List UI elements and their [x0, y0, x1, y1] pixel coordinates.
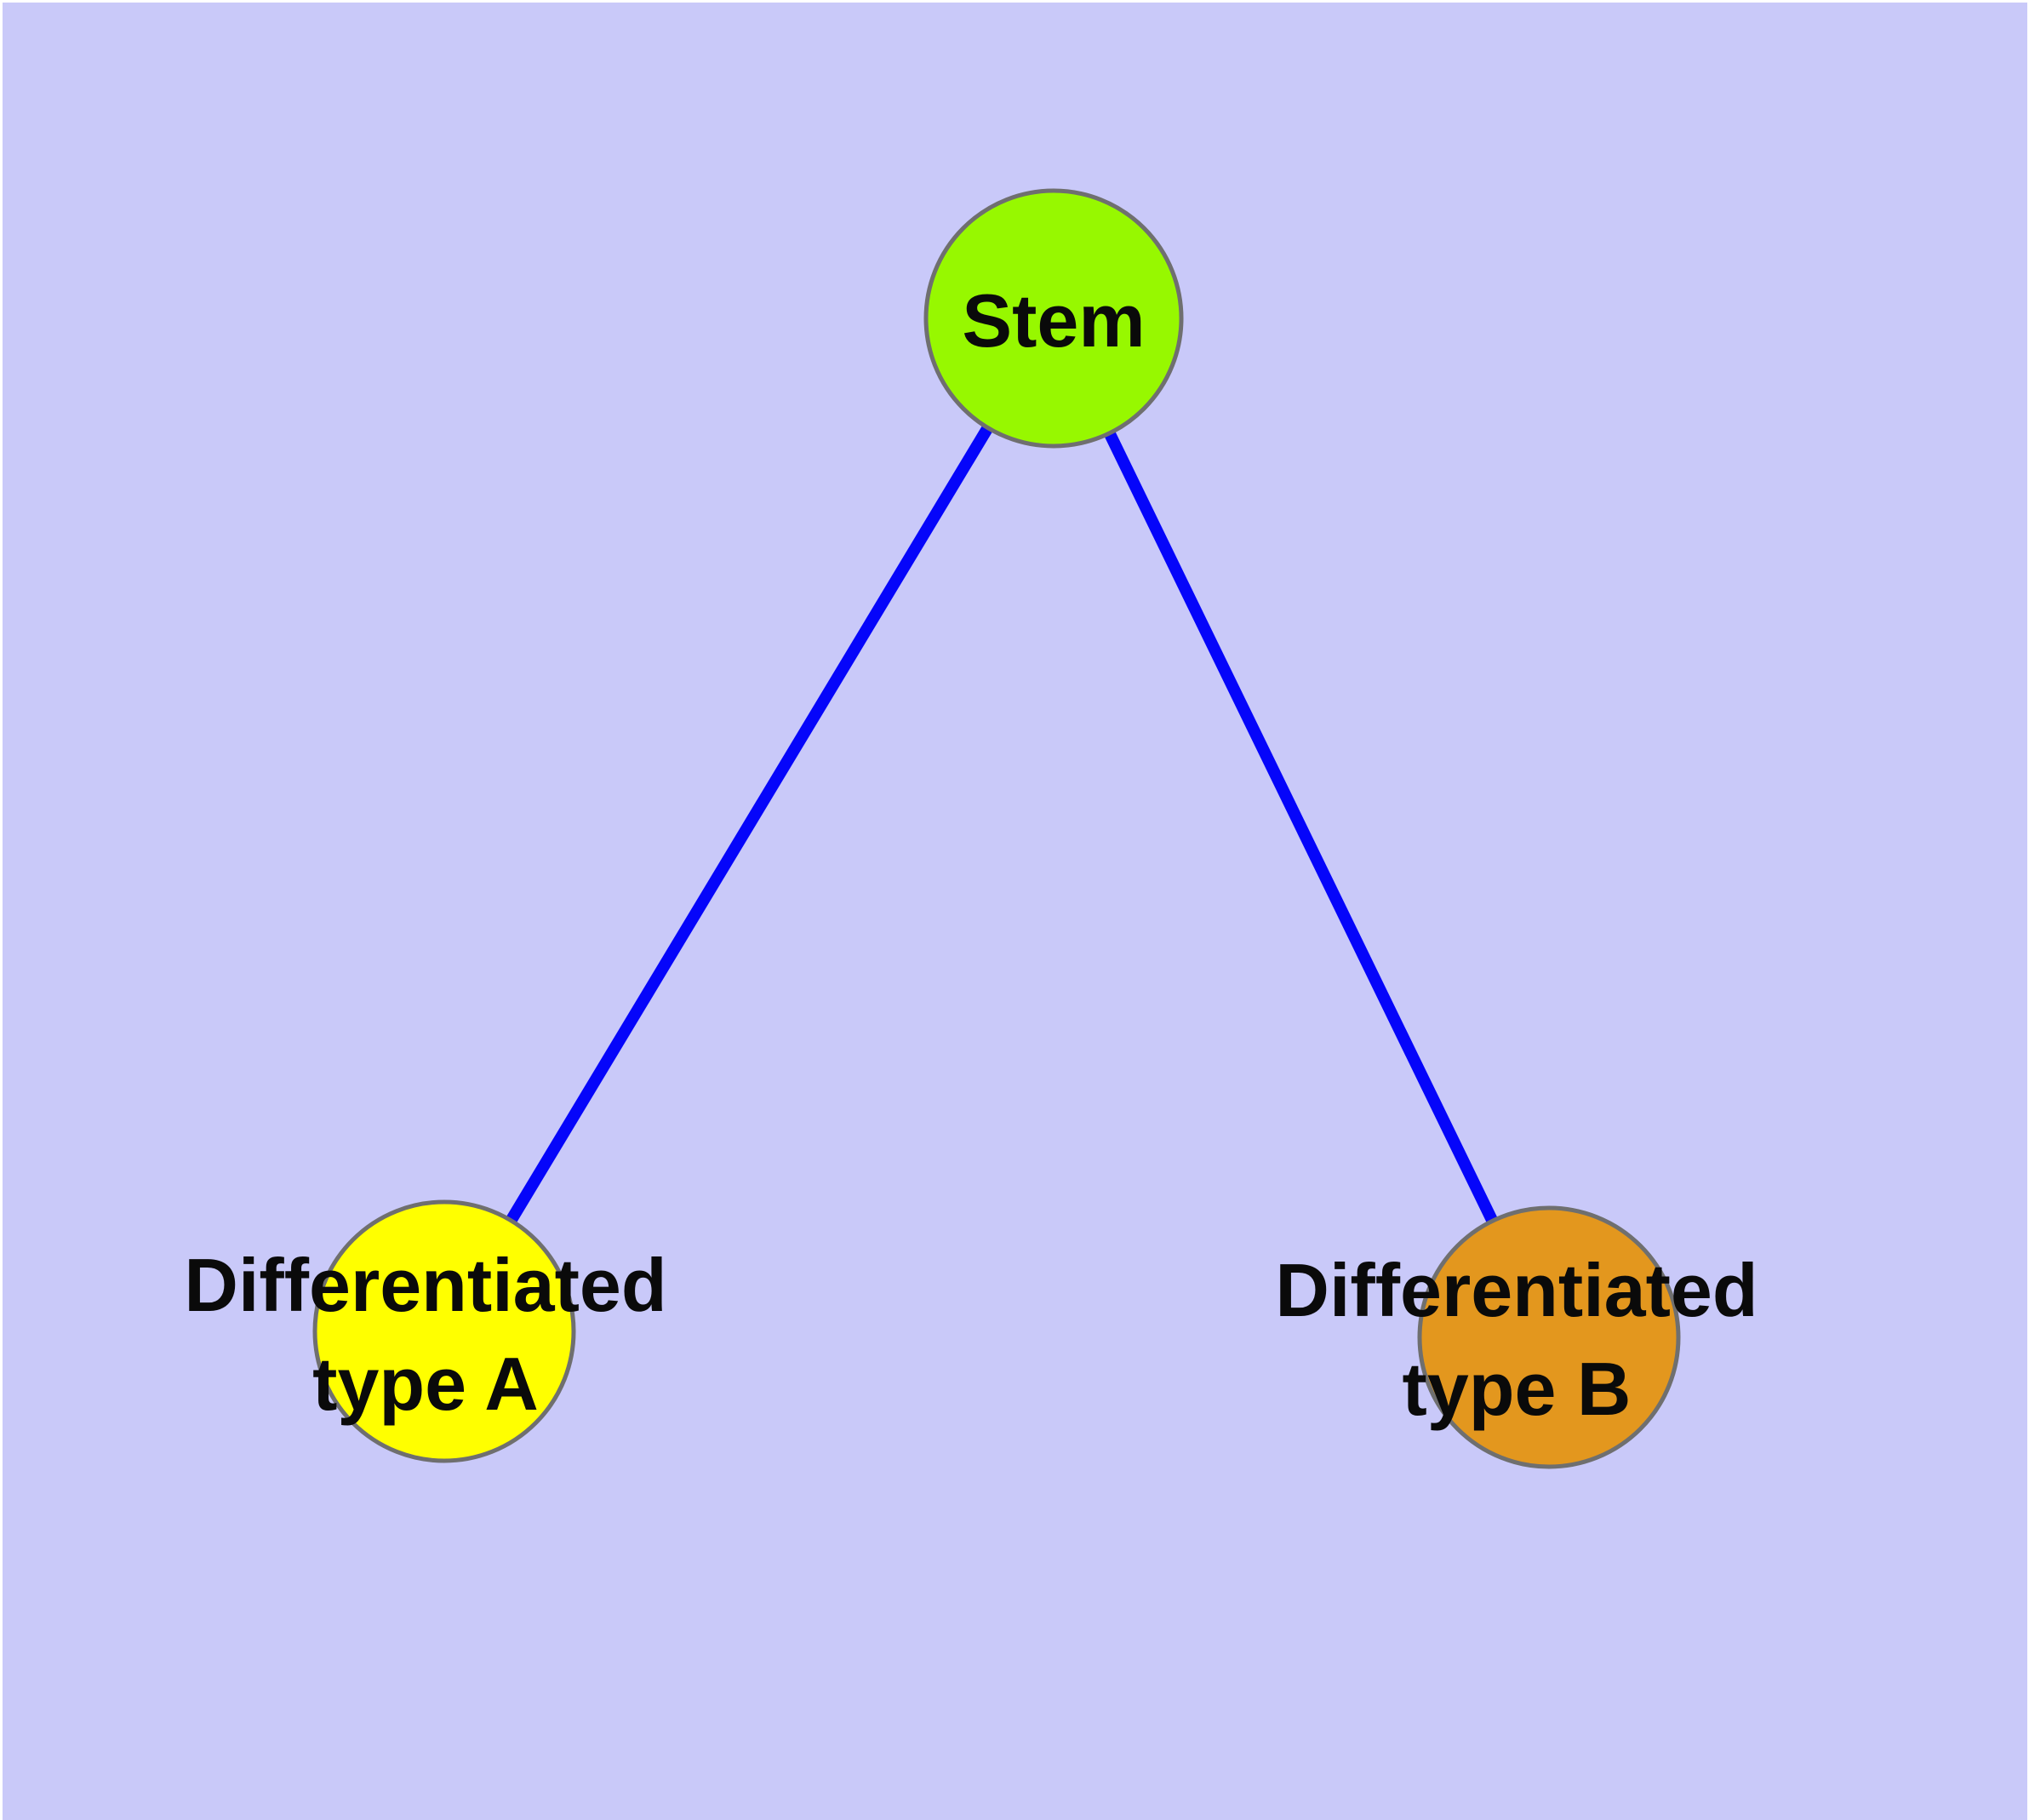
node-stem-label-text: Stem: [962, 278, 1146, 363]
node-type-b-circle: [1417, 1205, 1681, 1469]
node-stem-circle: [923, 188, 1184, 449]
node-type-a-circle: [312, 1199, 576, 1463]
node-type-a-label: Differentiated type A: [184, 1236, 666, 1434]
node-type-b-label-line1: Differentiated: [1275, 1248, 1758, 1332]
node-type-a-label-line1: Differentiated: [184, 1243, 667, 1327]
edge-stem-to-type-a: [439, 315, 1059, 1335]
node-type-b-label: Differentiated type B: [1275, 1241, 1758, 1439]
node-type-b-label-line2: type B: [1402, 1347, 1632, 1431]
node-stem-label: Stem: [962, 272, 1145, 370]
node-type-a-label-line2: type A: [312, 1342, 539, 1426]
edge-stem-to-type-b: [1048, 315, 1555, 1341]
